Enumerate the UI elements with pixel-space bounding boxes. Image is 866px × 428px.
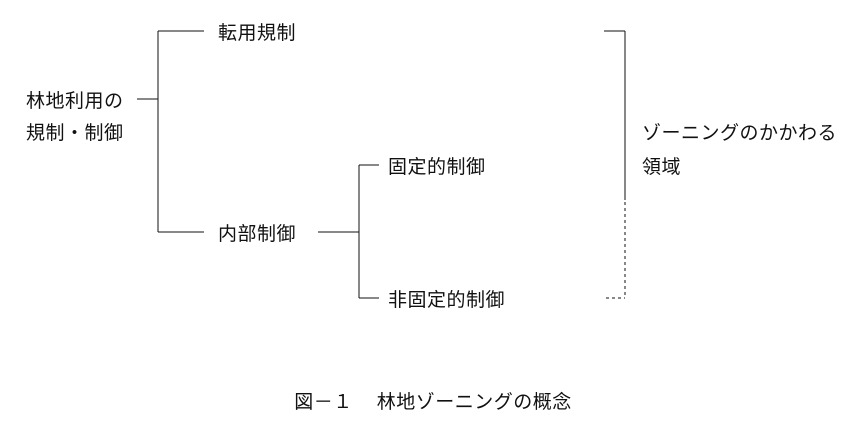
root-label-line2: 規制・制御 bbox=[26, 122, 124, 144]
figure-caption: 図－１ 林地ゾーニングの概念 bbox=[0, 389, 866, 415]
root-label-line1: 林地利用の bbox=[26, 90, 124, 112]
fixed-control-label: 固定的制御 bbox=[388, 156, 486, 178]
figure-title: 林地ゾーニングの概念 bbox=[376, 391, 572, 413]
figure-number: 図－１ bbox=[294, 391, 353, 413]
zoning-scope-label-line1: ゾーニングのかかわる bbox=[642, 122, 838, 144]
zoning-scope-label-line2: 領域 bbox=[642, 156, 682, 178]
conversion-regulation-label: 転用規制 bbox=[218, 22, 297, 44]
internal-control-label: 内部制御 bbox=[218, 223, 297, 245]
nonfixed-control-label: 非固定的制御 bbox=[388, 289, 506, 311]
